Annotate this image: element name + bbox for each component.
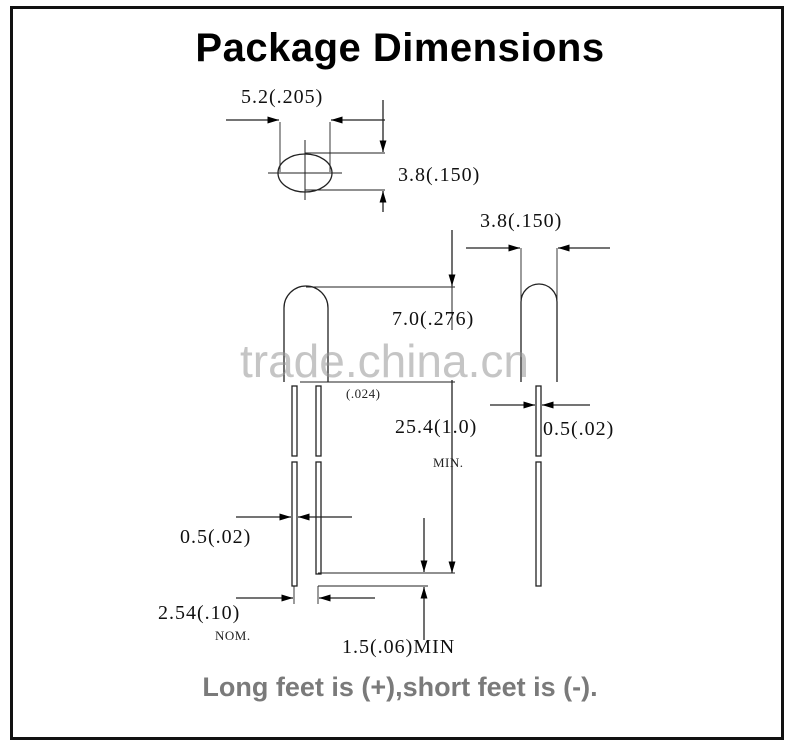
side-led-body	[520, 283, 558, 382]
diagram-frame	[10, 6, 784, 740]
page-title: Package Dimensions	[195, 26, 605, 70]
body-height-label: 7.0(.276)	[392, 308, 475, 330]
side-width-label: 3.8(.150)	[480, 210, 563, 232]
side-lead-upper	[535, 385, 542, 457]
spacing-note: NOM.	[215, 628, 251, 643]
watermark: trade.china.cn	[240, 335, 529, 387]
short-lead-lower	[315, 461, 322, 575]
lead-length-note: MIN.	[433, 455, 464, 470]
lead-width-label: 0.5(.02)	[180, 526, 252, 548]
lead-length-label: 25.4(1.0)	[395, 416, 478, 438]
side-lead-lower	[535, 461, 542, 587]
polarity-note: Long feet is (+),short feet is (-).	[202, 672, 598, 702]
top-width-label: 5.2(.205)	[241, 86, 324, 108]
side-lead-label: 0.5(.02)	[543, 418, 615, 440]
long-lead-lower	[291, 461, 298, 587]
top-height-label: 3.8(.150)	[398, 164, 481, 186]
standoff-label: 1.5(.06)MIN	[342, 636, 456, 658]
long-lead-upper	[291, 385, 298, 457]
small-024-label: (.024)	[346, 386, 381, 401]
spacing-label: 2.54(.10)	[158, 602, 241, 624]
front-led-body	[283, 285, 329, 382]
short-lead-upper	[315, 385, 322, 457]
